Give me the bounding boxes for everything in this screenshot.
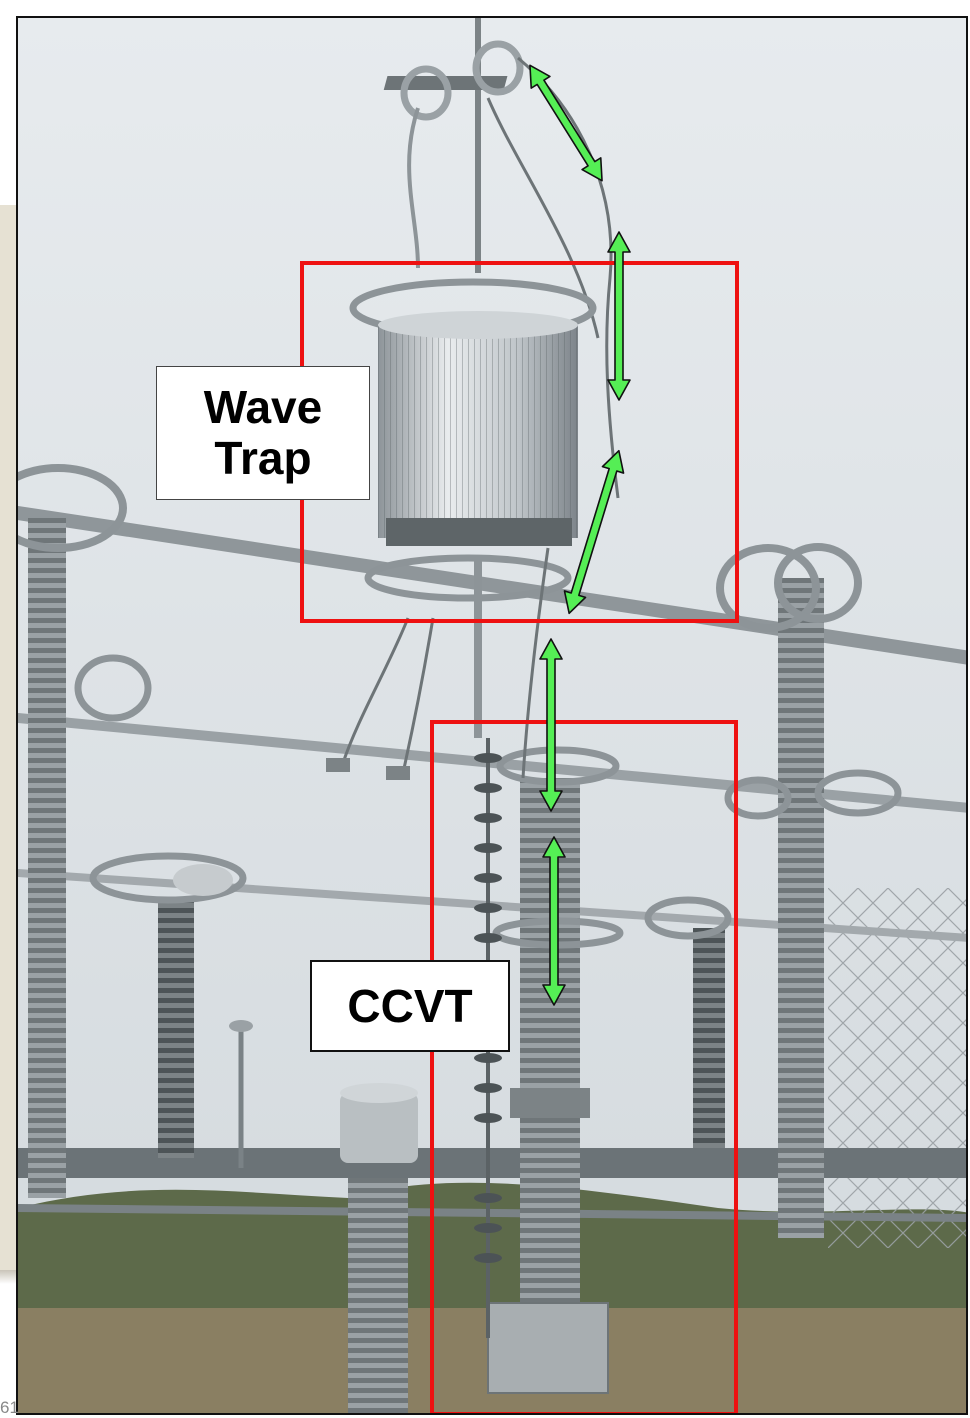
- wave-trap-label-line1: Wave: [203, 381, 323, 434]
- ccvt-label-text: CCVT: [347, 979, 473, 1032]
- arrow-ccvt-upper: [539, 638, 563, 812]
- slide-number: 61: [0, 1398, 19, 1417]
- ccvt-base-box: [487, 1302, 609, 1394]
- arrow-upper-vertical: [607, 231, 631, 401]
- ccvt-highlight-box: [430, 720, 738, 1413]
- measurement-arrows: [529, 64, 631, 1006]
- ccvt-label: CCVT: [310, 960, 510, 1052]
- left-breaker-insulator: [158, 898, 194, 1158]
- wave-trap-coil: [326, 278, 597, 780]
- wave-trap-label-line2: Trap: [214, 432, 312, 484]
- substation-photo: [16, 16, 968, 1415]
- right-breaker-insulator: [693, 928, 725, 1148]
- arrow-top-diagonal: [529, 64, 603, 182]
- tank: [340, 1093, 418, 1163]
- arrow-ccvt-lower: [542, 836, 566, 1006]
- right-insulator: [778, 578, 824, 1238]
- left-insulator: [28, 518, 66, 1198]
- substation-illustration: [18, 18, 966, 1413]
- wave-trap-label: Wave Trap: [156, 366, 370, 500]
- arrow-middle-diagonal: [563, 449, 625, 615]
- lattice-tower: [828, 888, 966, 1248]
